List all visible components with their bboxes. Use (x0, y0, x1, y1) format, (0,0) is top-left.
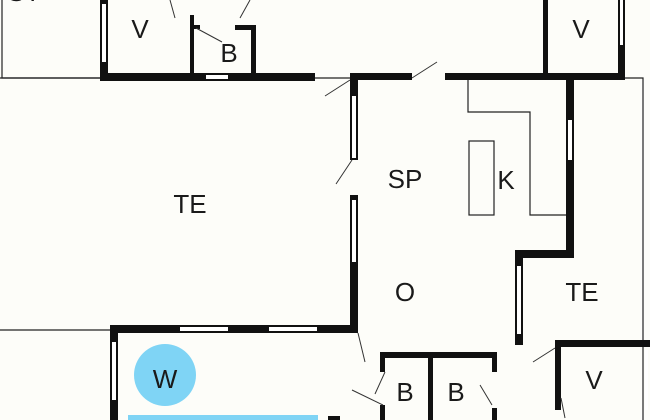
room-label-te: TE (565, 277, 598, 307)
room-label-k: K (497, 165, 515, 195)
room-label-b: B (447, 377, 464, 407)
room-label-w: W (153, 364, 178, 394)
room-label-v: V (585, 365, 603, 395)
room-label-st: ST (7, 0, 40, 7)
room-label-b: B (220, 38, 237, 68)
labels: ST V B V TE SP K O TE W B B V (7, 0, 603, 420)
room-label-o: O (395, 277, 415, 307)
room-label-v: V (131, 14, 149, 44)
room-label-v: V (572, 14, 590, 44)
doors (169, 0, 566, 419)
room-label-b: B (396, 377, 413, 407)
pool-edge (128, 415, 318, 420)
room-label-te: TE (173, 189, 206, 219)
room-label-sp: SP (388, 164, 423, 194)
walls (100, 0, 650, 420)
kitchen-island (468, 140, 495, 216)
w-marker (134, 344, 196, 406)
